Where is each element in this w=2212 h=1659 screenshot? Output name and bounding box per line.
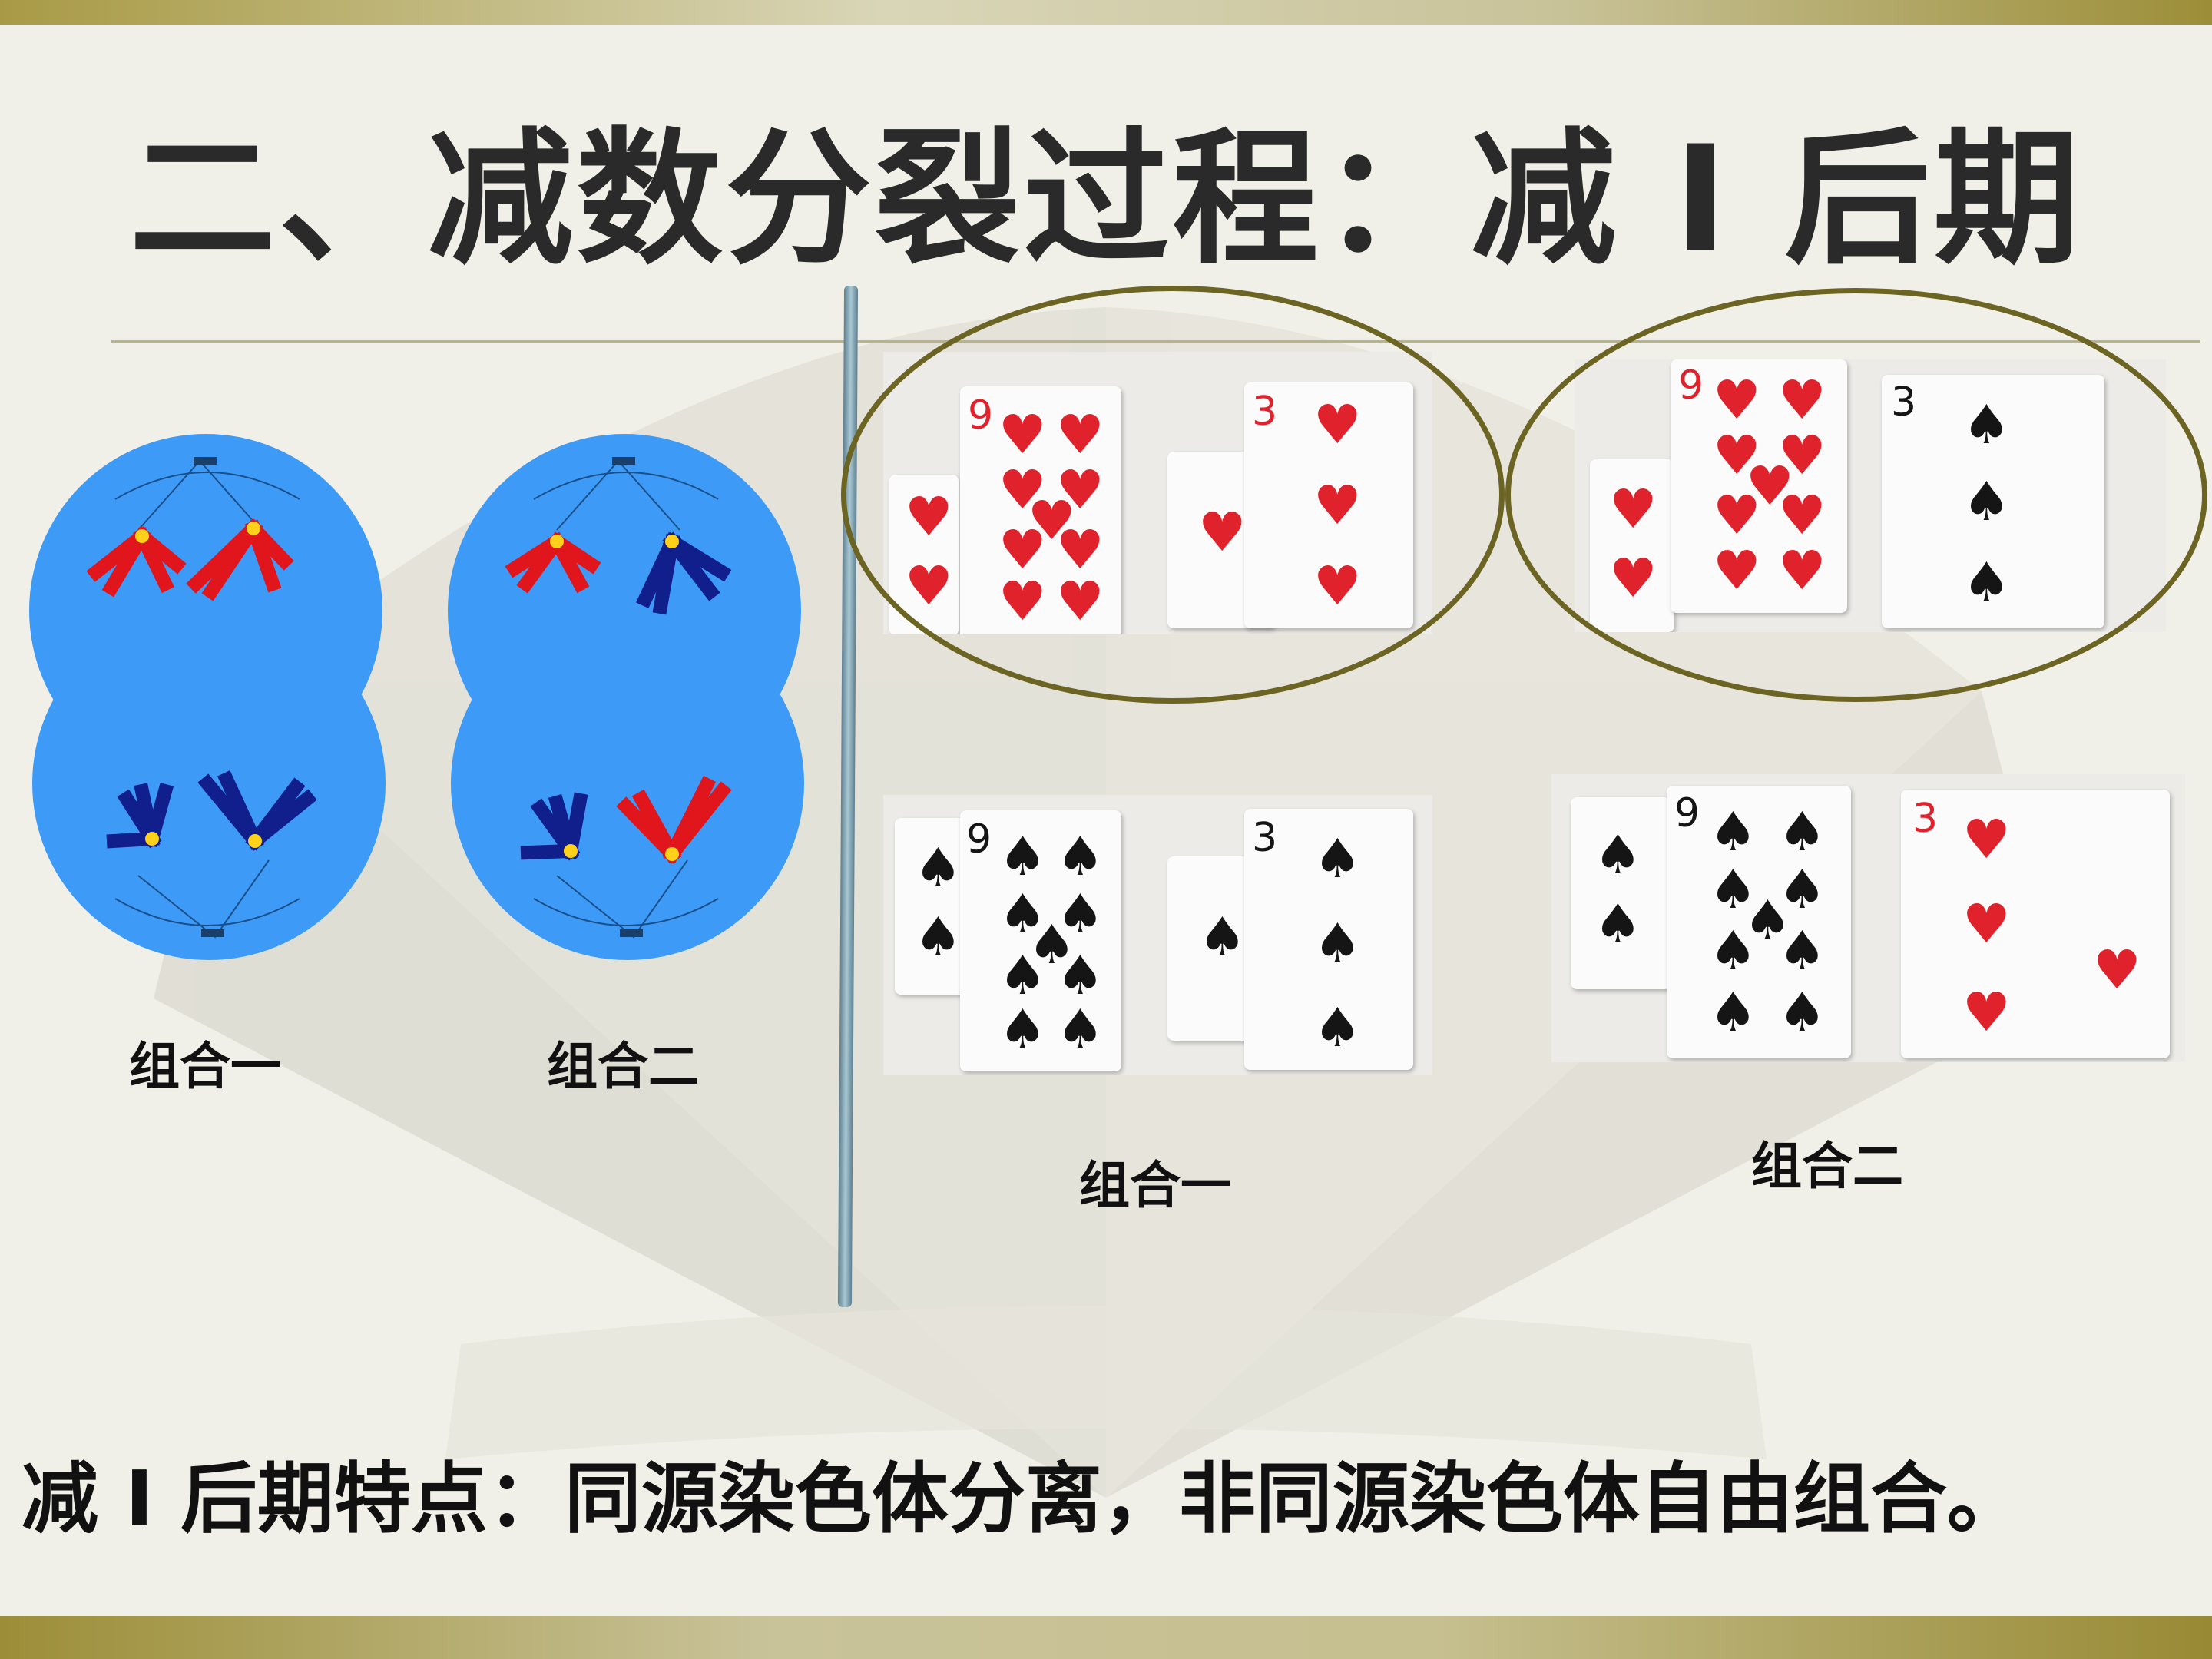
photo-combination-1-bottom: ♠ ♠ 9 ♠ ♠ ♠ ♠ ♠ ♠ ♠ ♠ ♠ ♠ 3 ♠ ♠ ♠ <box>883 795 1432 1075</box>
top-decor-bar <box>0 0 2212 25</box>
card-three-spades: 3 ♠ ♠ ♠ <box>1244 809 1413 1070</box>
page-title: 二、减数分裂过程：减 I 后期 <box>129 114 2083 284</box>
highlight-ellipse-combination-2 <box>1505 288 2207 702</box>
right-label-combination-2: 组合二 <box>1751 1137 1903 1196</box>
card-rank: 3 <box>1912 796 1939 842</box>
card-nine-spades: 9 ♠ ♠ ♠ ♠ ♠ ♠ ♠ ♠ ♠ <box>960 810 1121 1071</box>
summary-text: 减 I 后期特点：同源染色体分离，非同源染色体自由组合。 <box>22 1454 2024 1544</box>
bottom-decor-bar <box>0 1616 2212 1659</box>
card-rank: 3 <box>1252 815 1278 861</box>
cell-diagram-combination-1 <box>29 434 386 960</box>
left-label-combination-2: 组合二 <box>547 1037 699 1096</box>
card-rank: 9 <box>966 816 992 863</box>
right-label-combination-1: 组合一 <box>1079 1156 1231 1215</box>
cell-diagram-combination-2 <box>448 434 804 960</box>
card-nine-spades: 9 ♠ ♠ ♠ ♠ ♠ ♠ ♠ ♠ ♠ <box>1667 786 1851 1058</box>
card-partial-left: ♠ ♠ <box>1571 797 1671 989</box>
card-three-hearts: 3 ♥ ♥ ♥ ♥ <box>1901 790 2170 1058</box>
card-rank: 9 <box>1674 790 1700 836</box>
highlight-ellipse-combination-1 <box>841 286 1505 704</box>
photo-combination-2-bottom: ♠ ♠ 9 ♠ ♠ ♠ ♠ ♠ ♠ ♠ ♠ ♠ 3 ♥ ♥ ♥ ♥ <box>1551 774 2185 1062</box>
left-label-combination-1: 组合一 <box>129 1037 281 1096</box>
